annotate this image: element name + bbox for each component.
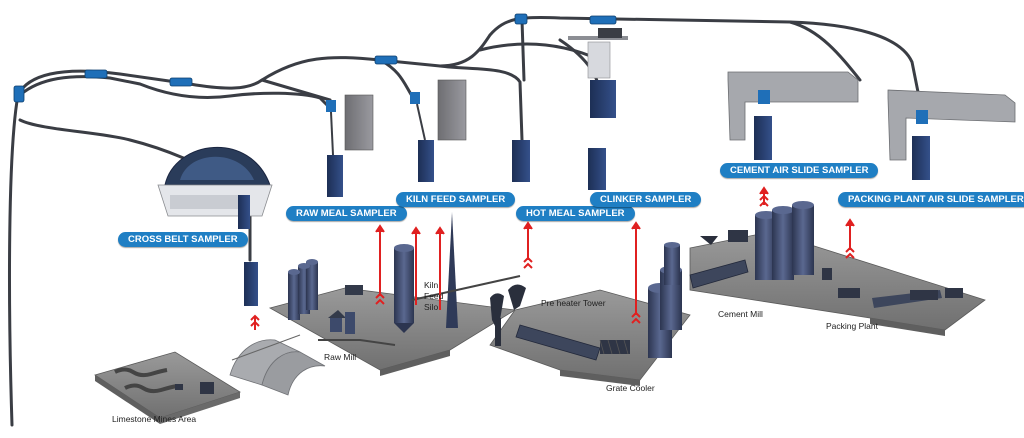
label-raw-mill: Raw Mill (324, 352, 357, 362)
label-limestone-mines-area: Limestone Mines Area (112, 414, 197, 424)
badge-kiln-feed-sampler: KILN FEED SAMPLER (396, 192, 516, 207)
clinker-silos (648, 242, 682, 358)
kiln-feed-sampler-unit (410, 79, 467, 182)
preheater-tower (490, 284, 526, 346)
label-kiln-feed-silo-line3: Silo (424, 302, 439, 312)
badge-hot-meal-sampler: HOT MEAL SAMPLER (516, 206, 635, 221)
packing-plant (822, 268, 963, 308)
raw-mill-silos (288, 259, 396, 346)
label-kiln-feed-silo-line2: Feed (424, 291, 444, 301)
label-grate-cooler: Grate Cooler (606, 383, 655, 393)
kiln-feed-silo (394, 212, 521, 333)
platform-limestone-mines (94, 351, 241, 424)
pipe-couplers (13, 13, 617, 103)
arrow-kiln-feed-2 (435, 226, 445, 310)
hot-meal-sampler-unit (512, 140, 530, 182)
cement-mill (689, 201, 814, 289)
label-pre-heater-tower: Pre heater Tower (541, 298, 606, 308)
arrow-kiln-feed (411, 226, 421, 305)
raw-meal-sampler-unit (326, 94, 374, 197)
arrow-hot-meal (523, 221, 533, 269)
clinker-sampler-unit (568, 28, 628, 190)
cross-belt-sampler-unit (157, 147, 273, 306)
arrow-packing-plant (845, 218, 855, 259)
label-cement-mill: Cement Mill (718, 309, 763, 319)
label-kiln-feed-silo-line1: Kiln (424, 280, 439, 290)
packing-plant-air-slide-sampler-unit (887, 89, 1016, 180)
rotary-kiln (515, 324, 630, 361)
arrow-cross-belt (250, 314, 260, 330)
label-packing-plant: Packing Plant (826, 321, 878, 331)
cement-air-slide-sampler-unit (727, 71, 859, 160)
badge-clinker-sampler: CLINKER SAMPLER (590, 192, 702, 207)
arrow-raw-meal (375, 224, 385, 305)
badge-raw-meal-sampler: RAW MEAL SAMPLER (286, 206, 407, 221)
badge-packing-plant-air-slide-sampler: PACKING PLANT AIR SLIDE SAMPLER (838, 192, 1024, 207)
badge-cross-belt-sampler: CROSS BELT SAMPLER (118, 232, 248, 247)
sampling-arrows (250, 186, 855, 330)
badge-cement-air-slide-sampler: CEMENT AIR SLIDE SAMPLER (720, 163, 879, 178)
platform-kiln (489, 289, 691, 386)
stockpile-sheds (229, 334, 326, 396)
arrow-clinker (631, 221, 641, 324)
arrow-cement-air-slide (759, 186, 769, 207)
